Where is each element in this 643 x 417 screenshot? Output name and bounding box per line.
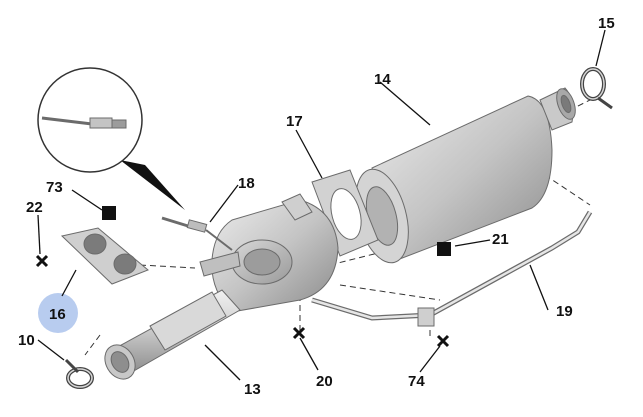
callout-22: 22 [26,199,43,216]
callout-18: 18 [238,175,255,192]
callout-19: 19 [556,303,573,320]
callout-21: 21 [492,231,509,248]
clamp-ring-10 [64,358,94,389]
flange-gasket [311,169,379,257]
callout-74: 74 [408,373,425,390]
pressure-line-tube [311,210,593,327]
callout-14: 14 [374,71,391,88]
callout-13: 13 [244,381,261,398]
callout-17: 17 [286,113,303,130]
front-exhaust-pipe [104,289,241,380]
callout-10: 10 [18,332,35,349]
catalytic-converter [199,193,339,313]
detail-inset [37,67,185,210]
cross-marker-20 [292,326,306,340]
callout-15: 15 [598,15,615,32]
leader-lines [37,29,606,381]
clamp-ring-15 [580,67,613,110]
square-marker-73 [102,206,116,220]
mount-bracket [60,227,149,285]
callout-16: 16 [49,306,66,323]
cross-marker-22 [35,254,49,268]
callout-16-highlight [38,293,78,333]
exhaust-sensor [161,216,233,251]
particulate-filter-canister [355,87,576,264]
callout-73: 73 [46,179,63,196]
square-marker-21 [437,242,451,256]
callout-20: 20 [316,373,333,390]
cross-marker-74 [436,334,450,348]
